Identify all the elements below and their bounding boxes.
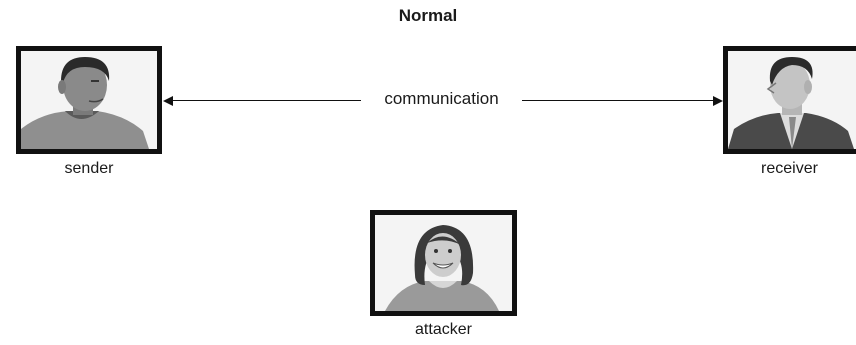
receiver-portrait [723,46,856,154]
attacker-person-icon [375,215,512,311]
receiver-person-icon [728,51,856,149]
sender-portrait [16,46,162,154]
sender-label: sender [64,160,114,177]
sender-person-icon [21,51,157,149]
attacker-portrait [370,210,517,316]
communication-line-right [522,100,715,101]
arrowhead-left-icon [163,95,173,106]
receiver-label: receiver [761,160,818,177]
communication-label: communication [361,89,522,109]
attacker-label: attacker [415,321,472,338]
communication-line-left [170,100,361,101]
arrowhead-right-icon [713,95,723,106]
diagram-title: Normal [398,6,458,25]
